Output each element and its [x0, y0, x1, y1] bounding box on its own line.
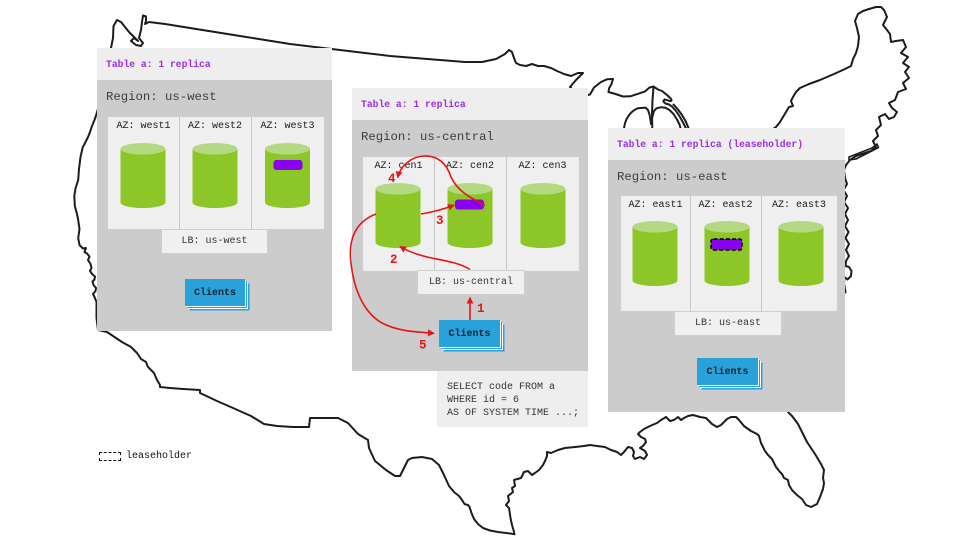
svg-text:5: 5: [419, 339, 427, 353]
svg-text:4: 4: [388, 172, 396, 186]
svg-text:1: 1: [477, 302, 485, 316]
svg-text:2: 2: [390, 253, 398, 267]
svg-text:3: 3: [436, 214, 444, 228]
